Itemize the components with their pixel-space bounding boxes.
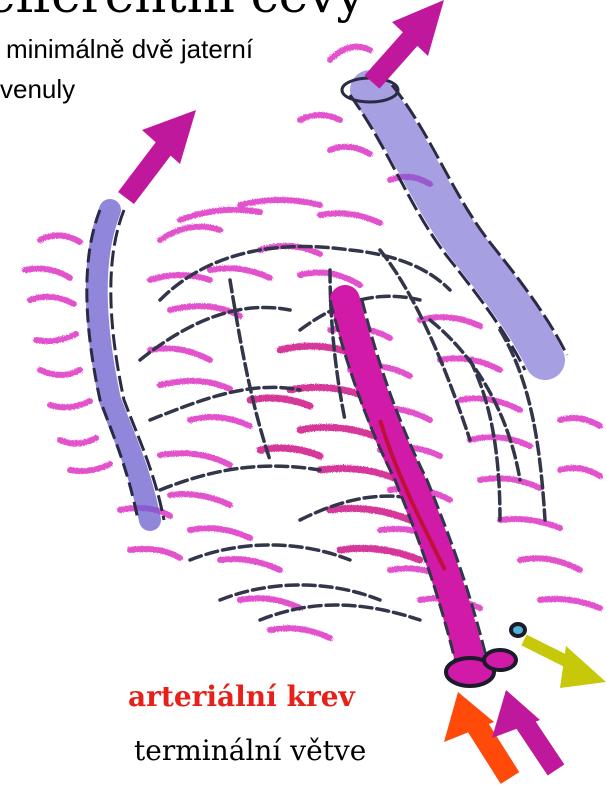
arrow-up-left-icon: [126, 110, 196, 198]
bile-duct-lumen: [511, 624, 525, 636]
hepatic-artery-lumen: [484, 650, 516, 670]
title-fragment: efferentní cévy: [0, 0, 365, 20]
left-hepatic-venule: [97, 210, 150, 520]
arrow-right-down-icon: [524, 640, 606, 688]
subtitle-line-2: venuly: [0, 76, 75, 102]
subtitle-line-1: minimálně dvě jaterní: [6, 36, 253, 62]
terminal-branches-label: terminální větve: [134, 734, 366, 767]
arterial-blood-label: arteriální krev: [128, 680, 355, 713]
arrow-arterial-inflow-icon: [444, 692, 510, 778]
arrow-up-right-icon: [372, 0, 444, 82]
